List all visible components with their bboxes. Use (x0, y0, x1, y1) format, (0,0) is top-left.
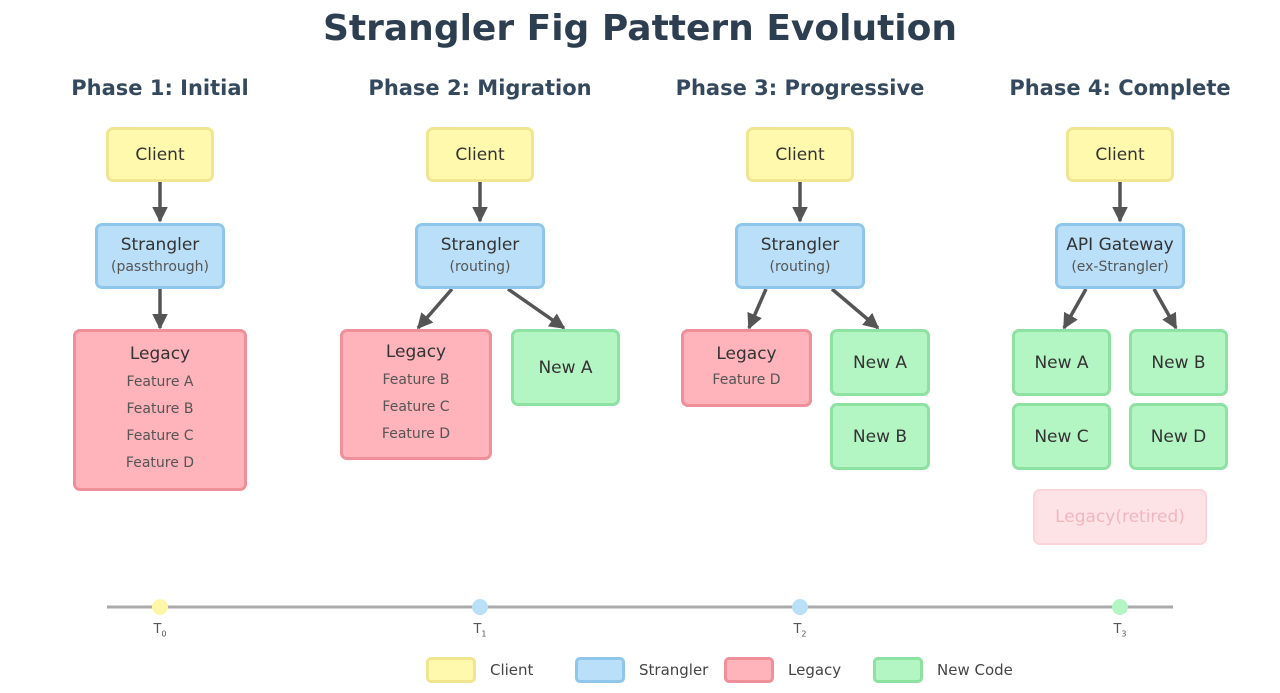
p1-feature: Feature D (125, 455, 195, 471)
p1-legacy-box: Legacy Feature A Feature B Feature C Fea… (73, 329, 247, 491)
p3-strangler-label: Strangler (760, 235, 840, 255)
timeline-tick-t0 (152, 599, 168, 615)
p3-legacy-label: Legacy (716, 343, 777, 364)
p3-new-b-label: New B (852, 426, 908, 447)
legend-label-legacy: Legacy (788, 661, 842, 679)
p1-feature: Feature C (126, 428, 194, 444)
p4-new-b-label: New B (1151, 352, 1206, 373)
p2-strangler-box: Strangler (routing) (415, 223, 545, 289)
p2-legacy-box: Legacy Feature B Feature C Feature D (340, 329, 492, 460)
p4-new-d-label: New D (1150, 426, 1207, 447)
phase-4-title: Phase 4: Complete (1009, 76, 1231, 100)
p1-strangler-label: Strangler (120, 235, 200, 255)
legend-swatch-new-code (873, 657, 923, 683)
legend-label-new-code: New Code (937, 661, 1013, 679)
p3-legacy-box: Legacy Feature D (681, 329, 812, 407)
p2-new-a-box: New A (511, 329, 620, 406)
timeline-tick-t3 (1112, 599, 1128, 615)
timeline-label-t2: T2 (793, 622, 807, 639)
timeline-label-t0: T0 (153, 622, 167, 639)
p4-retired-legacy-label: Legacy(retired) (1055, 507, 1185, 527)
legend-swatch-strangler (575, 657, 625, 683)
p4-gateway-box: API Gateway (ex-Strangler) (1055, 223, 1185, 289)
diagram-title: Strangler Fig Pattern Evolution (323, 8, 957, 49)
legend-swatch-legacy (724, 657, 774, 683)
phase-2-title: Phase 2: Migration (368, 76, 592, 100)
arrow-p2-strangler-legacy (416, 287, 454, 330)
phase-1-title: Phase 1: Initial (71, 76, 249, 100)
p2-feature: Feature D (381, 426, 451, 442)
arrow-p2-strangler-newa (506, 287, 566, 330)
arrow-p3-strangler-newa (830, 287, 880, 330)
p2-feature: Feature B (382, 372, 450, 388)
legend-swatch-client (426, 657, 476, 683)
timeline-label-t1: T1 (473, 622, 487, 639)
p3-new-a-label: New A (852, 352, 908, 373)
p4-new-b-box: New B (1129, 329, 1228, 396)
p2-client-box: Client (426, 127, 534, 182)
timeline-tick-t1 (472, 599, 488, 615)
p1-client-box: Client (106, 127, 214, 182)
phase-3-title: Phase 3: Progressive (675, 76, 925, 100)
p3-strangler-sub: (routing) (769, 259, 831, 275)
p3-strangler-box: Strangler (routing) (735, 223, 865, 289)
p3-feature: Feature D (712, 371, 781, 388)
p1-feature: Feature B (126, 401, 194, 417)
p4-retired-legacy-box: Legacy(retired) (1033, 489, 1207, 545)
legend-new-code: New Code (873, 654, 1013, 686)
p3-client-label: Client (775, 144, 825, 165)
p3-new-a-box: New A (830, 329, 930, 396)
p1-client-label: Client (135, 144, 185, 165)
p2-legacy-label: Legacy (385, 342, 447, 362)
p3-new-b-box: New B (830, 403, 930, 470)
legend-legacy: Legacy (724, 654, 841, 686)
legend-label-client: Client (490, 661, 534, 679)
p4-new-c-label: New C (1034, 426, 1089, 447)
p1-strangler-box: Strangler (passthrough) (95, 223, 225, 289)
p2-new-a-label: New A (538, 357, 593, 378)
p4-gateway-sub: (ex-Strangler) (1071, 259, 1169, 275)
legend-client: Client (426, 654, 533, 686)
arrow-p4-gateway-newb (1152, 288, 1178, 330)
p2-feature: Feature C (382, 399, 450, 415)
arrow-p4-gateway-newa (1062, 288, 1088, 330)
p3-client-box: Client (746, 127, 854, 182)
timeline-tick-t2 (792, 599, 808, 615)
p1-strangler-sub: (passthrough) (111, 259, 209, 275)
p4-gateway-label: API Gateway (1066, 235, 1174, 255)
p4-new-a-label: New A (1034, 352, 1089, 373)
p4-new-d-box: New D (1129, 403, 1228, 470)
p2-client-label: Client (455, 144, 505, 165)
legend-strangler: Strangler (575, 654, 708, 686)
p4-new-c-box: New C (1012, 403, 1111, 470)
timeline-label-t3: T3 (1113, 622, 1127, 639)
p4-new-a-box: New A (1012, 329, 1111, 396)
p4-client-label: Client (1095, 144, 1145, 165)
p4-client-box: Client (1066, 127, 1174, 182)
p2-strangler-label: Strangler (440, 235, 520, 255)
legend-label-strangler: Strangler (639, 661, 709, 679)
p1-feature: Feature A (126, 374, 194, 390)
p1-legacy-label: Legacy (129, 344, 191, 364)
arrow-p3-strangler-legacy (747, 288, 768, 330)
p2-strangler-sub: (routing) (449, 259, 511, 275)
